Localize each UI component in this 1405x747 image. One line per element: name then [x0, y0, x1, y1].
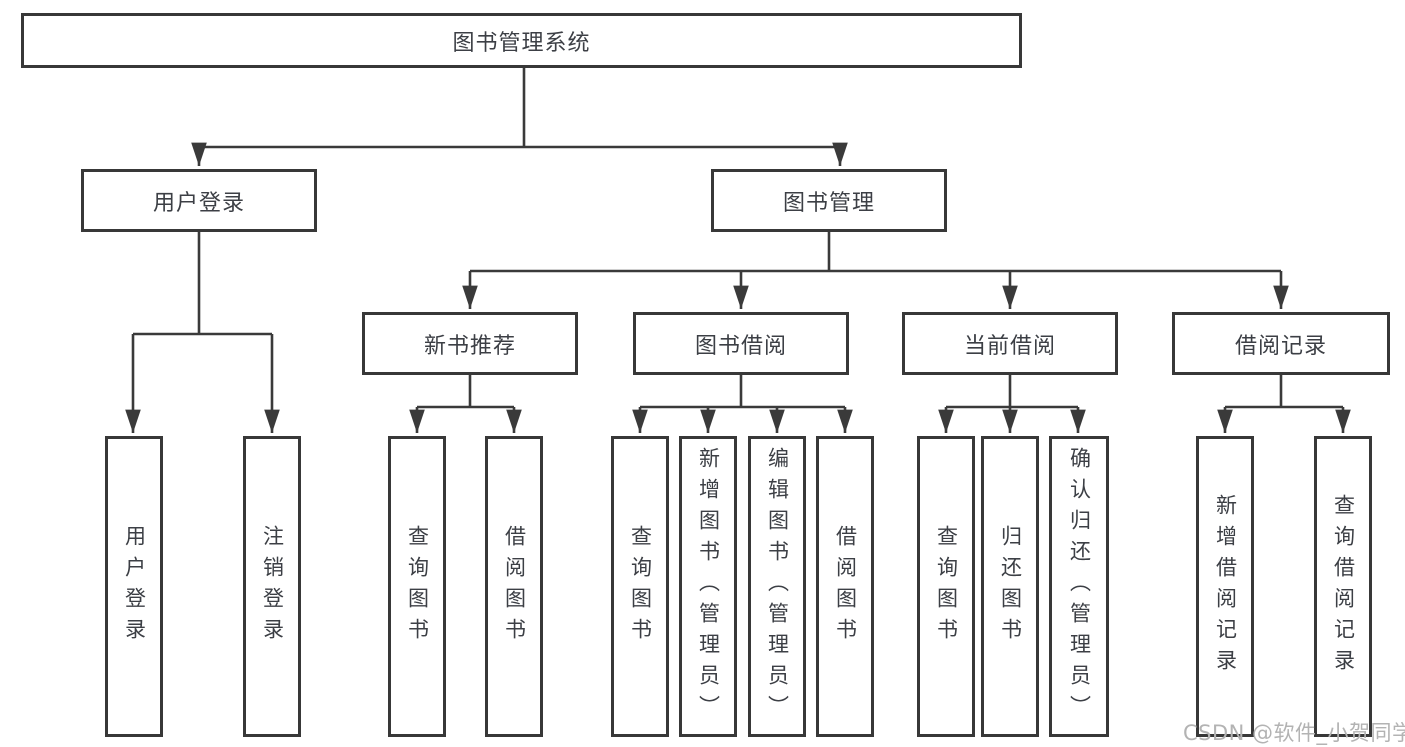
- node-borrowing-records: 借阅记录: [1172, 312, 1390, 375]
- leaf-query-books-current-label: 查询图书: [934, 524, 959, 649]
- leaf-borrow-books-recommend: 借阅图书: [485, 436, 543, 737]
- leaf-query-books-recommend: 查询图书: [388, 436, 446, 737]
- leaf-borrow-books-recommend-label: 借阅图书: [502, 524, 527, 649]
- node-new-book-recommendation: 新书推荐: [362, 312, 578, 375]
- leaf-query-books-borrowing-label: 查询图书: [628, 524, 653, 649]
- leaf-add-books-admin-label: 新增图书（管理员）: [696, 447, 721, 726]
- leaf-edit-books-admin-label: 编辑图书（管理员）: [765, 447, 790, 726]
- leaf-borrow-books: 借阅图书: [816, 436, 874, 737]
- leaf-add-borrow-record: 新增借阅记录: [1196, 436, 1254, 737]
- csdn-watermark: CSDN @软件_小贺同学: [1183, 721, 1405, 745]
- leaf-add-borrow-record-label: 新增借阅记录: [1213, 493, 1238, 680]
- leaf-user-login-label: 用户登录: [122, 524, 147, 649]
- leaf-edit-books-admin: 编辑图书（管理员）: [748, 436, 806, 737]
- leaf-return-books: 归还图书: [981, 436, 1039, 737]
- leaf-query-books-recommend-label: 查询图书: [405, 524, 430, 649]
- node-library-management-system: 图书管理系统: [21, 13, 1022, 68]
- leaf-logout: 注销登录: [243, 436, 301, 737]
- leaf-query-borrow-record-label: 查询借阅记录: [1331, 493, 1356, 680]
- leaf-return-books-label: 归还图书: [998, 524, 1023, 649]
- leaf-confirm-return-admin: 确认归还（管理员）: [1049, 436, 1109, 737]
- leaf-query-borrow-record: 查询借阅记录: [1314, 436, 1372, 737]
- leaf-logout-label: 注销登录: [260, 524, 285, 649]
- leaf-add-books-admin: 新增图书（管理员）: [679, 436, 737, 737]
- leaf-borrow-books-label: 借阅图书: [833, 524, 858, 649]
- node-book-borrowing: 图书借阅: [633, 312, 849, 375]
- leaf-query-books-borrowing: 查询图书: [611, 436, 669, 737]
- node-current-borrowing: 当前借阅: [902, 312, 1118, 375]
- leaf-confirm-return-admin-label: 确认归还（管理员）: [1067, 447, 1092, 726]
- leaf-query-books-current: 查询图书: [917, 436, 975, 737]
- node-book-management: 图书管理: [711, 169, 947, 232]
- node-user-login: 用户登录: [81, 169, 317, 232]
- leaf-user-login: 用户登录: [105, 436, 163, 737]
